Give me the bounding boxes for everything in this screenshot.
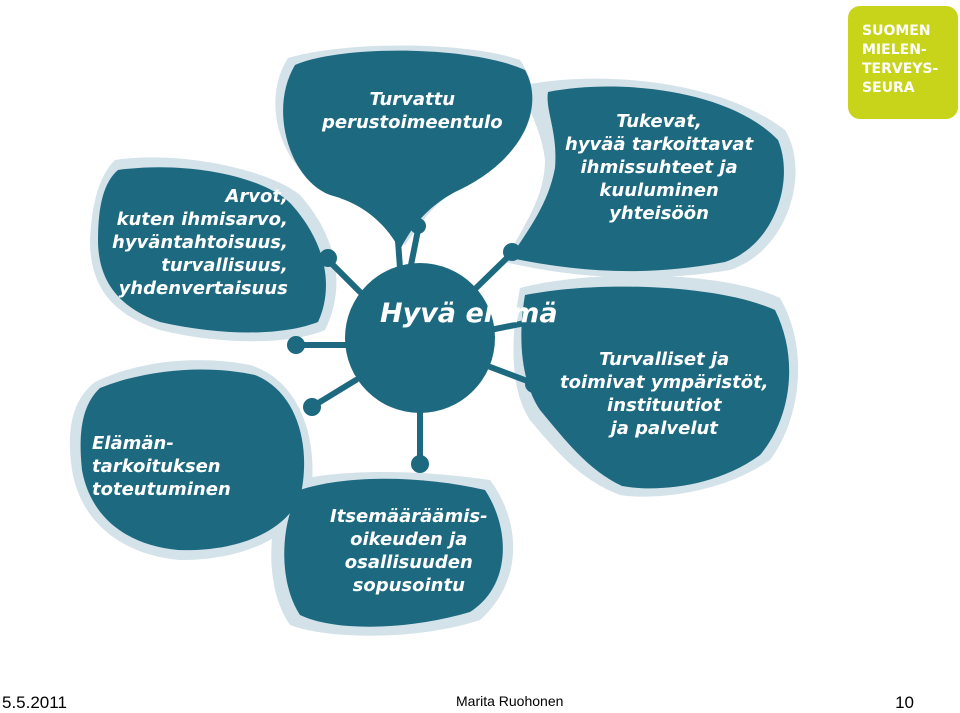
petal-line: hyvää tarkoittavat bbox=[565, 134, 754, 155]
petal-line: yhdenvertaisuus bbox=[118, 278, 288, 299]
petal-self-determination-text: Itsemääräämis- oikeuden ja osallisuuden … bbox=[330, 505, 488, 597]
petal-line: Itsemääräämis- bbox=[330, 506, 488, 527]
footer-date: 5.5.2011 bbox=[2, 693, 67, 712]
petal-line: ja palvelut bbox=[610, 418, 718, 439]
petal-line: oikeuden ja bbox=[350, 529, 468, 550]
petal-line: tarkoituksen bbox=[92, 456, 221, 477]
petal-values-text: Arvot, kuten ihmisarvo, hyväntahtoisuus,… bbox=[112, 185, 288, 300]
petal-line: instituutiot bbox=[607, 395, 722, 416]
petal-security bbox=[283, 50, 533, 250]
petal-line: toimivat ympäristöt, bbox=[560, 372, 769, 393]
petal-self-determination bbox=[284, 478, 503, 627]
logo-line: SEURA bbox=[862, 80, 915, 96]
petal-line: Arvot, bbox=[225, 186, 288, 207]
petal-line: kuten ihmisarvo, bbox=[116, 209, 288, 230]
petal-line: yhteisöön bbox=[609, 203, 709, 224]
petal-line: sopusointu bbox=[352, 575, 465, 596]
logo-line: MIELEN- bbox=[862, 42, 927, 58]
footer-author: Marita Ruohonen bbox=[456, 693, 564, 709]
petal-line: perustoimeentulo bbox=[322, 112, 503, 133]
petal-line: ihmissuhteet ja bbox=[580, 157, 738, 178]
petal-line: Tukevat, bbox=[616, 111, 702, 132]
organization-logo: SUOMEN MIELEN- TERVEYS- SEURA bbox=[848, 6, 958, 119]
logo-line: TERVEYS- bbox=[862, 61, 939, 77]
petal-line: turvallisuus, bbox=[161, 255, 288, 276]
petal-line: Turvattu bbox=[369, 89, 456, 110]
page-number: 10 bbox=[895, 693, 914, 712]
petal-relationships bbox=[510, 86, 784, 272]
center-label: Hyvä elämä bbox=[380, 298, 558, 330]
logo-line: SUOMEN bbox=[862, 23, 931, 39]
center-line: Hyvä bbox=[380, 298, 457, 329]
petal-line: Turvalliset ja bbox=[599, 349, 730, 370]
center-circle bbox=[345, 263, 495, 413]
center-line: elämä bbox=[465, 298, 558, 329]
petal-line: toteutuminen bbox=[92, 479, 231, 500]
stamens bbox=[287, 186, 553, 473]
petal-environments-text: Turvalliset ja toimivat ympäristöt, inst… bbox=[560, 348, 769, 440]
petal-line: hyväntahtoisuus, bbox=[112, 232, 288, 253]
petal-line: kuuluminen bbox=[599, 180, 719, 201]
petal-line: osallisuuden bbox=[344, 552, 473, 573]
petal-security-text: Turvattu perustoimeentulo bbox=[322, 88, 503, 134]
petal-meaning bbox=[80, 369, 305, 551]
petal-environments bbox=[521, 286, 790, 489]
petal-values bbox=[98, 167, 326, 333]
petal-meaning-text: Elämän- tarkoituksen toteutuminen bbox=[92, 432, 231, 501]
petal-line: Elämän- bbox=[92, 433, 174, 454]
petals bbox=[80, 50, 790, 627]
petal-relationships-text: Tukevat, hyvää tarkoittavat ihmissuhteet… bbox=[565, 110, 753, 225]
slide-footer: 5.5.2011 Marita Ruohonen 10 bbox=[0, 687, 960, 713]
